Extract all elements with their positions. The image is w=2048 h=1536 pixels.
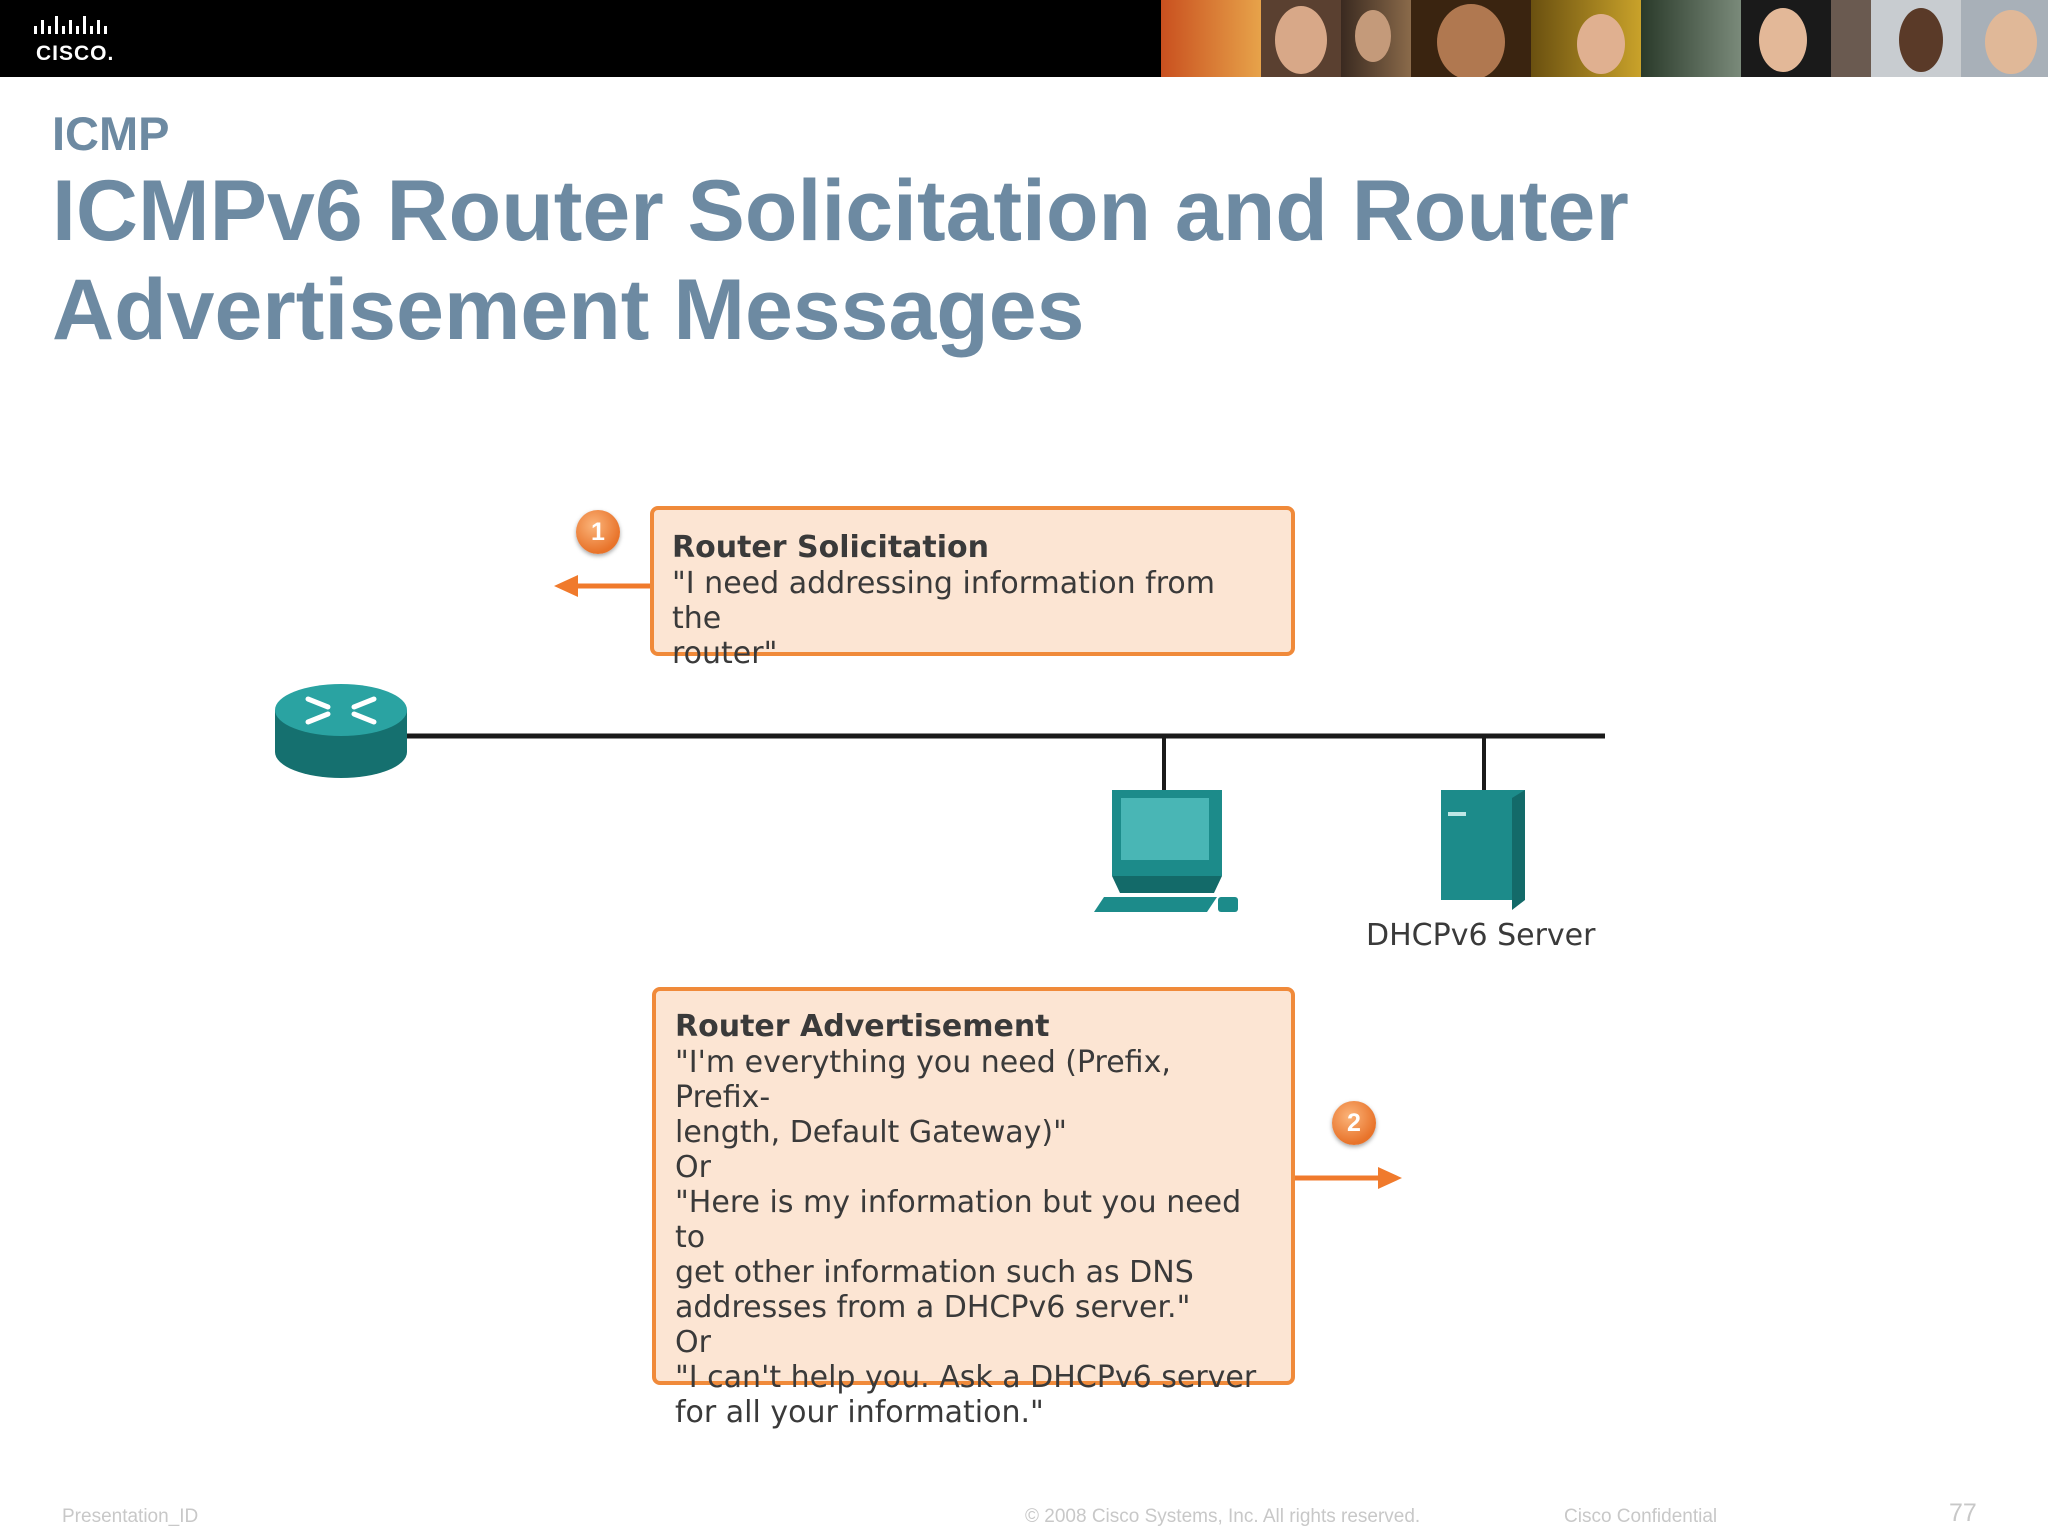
callout-line: get other information such as DNS xyxy=(675,1255,1194,1290)
router-icon xyxy=(275,684,407,778)
callout-line: for all your information." xyxy=(675,1395,1044,1430)
dhcpv6-server-label: DHCPv6 Server xyxy=(1366,918,1596,953)
callout-line: Or xyxy=(675,1325,711,1360)
callout-line: "I can't help you. Ask a DHCPv6 server xyxy=(675,1360,1257,1395)
server-icon xyxy=(1441,790,1525,910)
router-solicitation-callout: Router Solicitation "I need addressing i… xyxy=(650,506,1295,671)
slide-title: ICMPv6 Router Solicitation and Router Ad… xyxy=(52,162,1952,360)
router-advertisement-title: Router Advertisement xyxy=(675,1009,1050,1044)
advertisement-arrow-icon xyxy=(1295,1167,1402,1189)
footer-confidential: Cisco Confidential xyxy=(1564,1506,1718,1527)
footer-presentation-id: Presentation_ID xyxy=(62,1506,199,1527)
title-line-1: ICMPv6 Router Solicitation and Router xyxy=(52,163,1629,259)
section-label: ICMP xyxy=(52,107,170,160)
photo-strip xyxy=(1161,0,2048,77)
callout-line: length, Default Gateway)" xyxy=(675,1115,1067,1150)
callout-line: "Here is my information but you need to xyxy=(675,1185,1242,1255)
pc-icon xyxy=(1094,790,1238,912)
header-bar: CISCO. xyxy=(0,0,2048,77)
step-2-badge: 2 xyxy=(1332,1101,1376,1145)
router-advertisement-callout: Router Advertisement "I'm everything you… xyxy=(652,987,1295,1430)
callout-line: "I'm everything you need (Prefix, Prefix… xyxy=(675,1045,1171,1115)
cisco-bars-icon xyxy=(34,16,107,34)
router-solicitation-title: Router Solicitation xyxy=(672,530,990,565)
solicitation-arrow-icon xyxy=(554,575,652,597)
cisco-logo: CISCO. xyxy=(30,14,120,65)
people-photo-strip-image xyxy=(1161,0,2048,77)
callout-line: "I need addressing information from the xyxy=(672,566,1215,636)
slide-page-number: 77 xyxy=(1949,1499,1977,1527)
callout-line: Or xyxy=(675,1150,711,1185)
callout-line: addresses from a DHCPv6 server." xyxy=(675,1290,1191,1325)
step-1-badge: 1 xyxy=(576,510,620,554)
logo-text: CISCO. xyxy=(36,42,115,65)
footer-copyright: © 2008 Cisco Systems, Inc. All rights re… xyxy=(1025,1506,1421,1527)
callout-line: router" xyxy=(672,636,778,671)
title-line-2: Advertisement Messages xyxy=(52,262,1085,358)
